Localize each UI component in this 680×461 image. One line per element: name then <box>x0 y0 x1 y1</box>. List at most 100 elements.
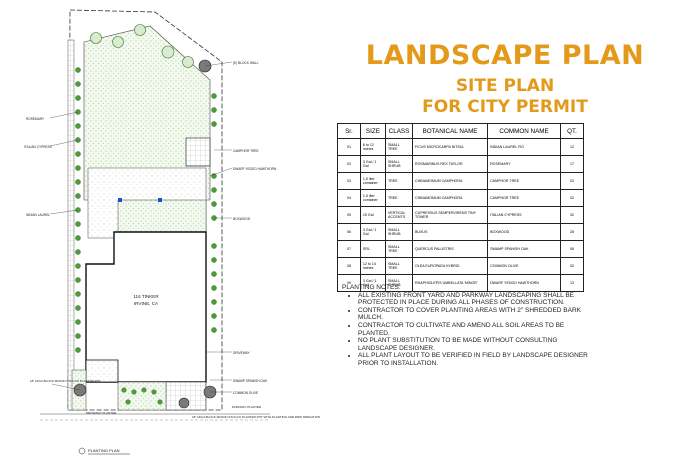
cell-sr: 02 <box>337 155 361 173</box>
accent-trees <box>73 59 217 409</box>
cell-qty: 02 <box>560 257 584 275</box>
cell-botanical: CUPRESSUS SEMPERVIRENS TINY TOWER <box>412 206 489 224</box>
plant-schedule-table: Sr. SIZE CLASS BOTANICAL NAME COMMON NAM… <box>337 123 584 292</box>
hedge-right <box>211 93 217 333</box>
cell-common: ROSEMARY <box>487 155 562 173</box>
callout-planter-right: 18" HIGH BLOCK MASON STUCCO PLANTER POT … <box>192 415 320 419</box>
house-city-label: IRVINE, CA <box>134 301 159 306</box>
cell-botanical: RHAPHIOLEPIS UMBELLATA 'MINOR' <box>412 274 489 292</box>
house-name-label: 116 TINKER <box>133 294 159 299</box>
cell-size: 15 Gal <box>359 206 386 224</box>
callout-parkway-planter: PARKWAY PLANTER <box>232 405 262 409</box>
front-shrubs <box>121 387 163 405</box>
cell-size: 6 to 12 inches <box>359 138 386 156</box>
cell-sr: 06 <box>337 223 361 241</box>
gate-fixtures <box>118 198 162 202</box>
planting-note: ALL PLANT LAYOUT TO BE VERIFIED IN FIELD… <box>358 352 592 367</box>
planting-note: CONTRACTOR TO COVER PLANTING AREAS WITH … <box>358 307 592 322</box>
cell-size: SRL <box>359 240 386 258</box>
planting-note: CONTRACTOR TO CULTIVATE AND AMEND ALL SO… <box>358 322 592 337</box>
callout-planter-left: 18" HIGH BLOCK MASON STUCCO PLANTER POT <box>30 379 101 383</box>
callout-oak: SWAMP SPANISH OAK <box>233 379 268 383</box>
shed <box>185 137 211 167</box>
cell-botanical: OLEA EUROPAEA HYBRID <box>412 257 489 275</box>
cell-common: INDIAN LAUREL FIG <box>487 138 562 156</box>
cell-class: VERTICAL ACCENTS <box>384 206 414 224</box>
col-header-qty: QT. <box>560 123 584 139</box>
callout-driveway: DRIVEWAY <box>233 351 251 355</box>
cell-sr: 01 <box>337 138 361 156</box>
cell-qty: 06 <box>560 240 584 258</box>
planting-notes-list: ALL EXISTING FRONT YARD AND PARKWAY LAND… <box>342 292 592 368</box>
cell-qty: 02 <box>560 189 584 207</box>
cell-qty: 03 <box>560 172 584 190</box>
page-title: LANDSCAPE PLAN <box>365 40 645 71</box>
callout-camphor: CAMPHOR TREE <box>233 149 259 153</box>
cell-common: SWAMP SPANISH OAK <box>487 240 562 258</box>
cell-sr: 03 <box>337 172 361 190</box>
cell-size: 1,5 liter container <box>359 172 386 190</box>
cell-common: CAMPHOR TREE <box>487 189 562 207</box>
cell-class: SMALL TREE <box>384 240 414 258</box>
cell-qty: 28 <box>560 223 584 241</box>
col-header-botanical: BOTANICAL NAME <box>412 123 489 139</box>
cell-class: SMALL SHRUB <box>384 223 414 241</box>
callout-olive: COMMON OLIVE <box>233 391 258 395</box>
callout-italian-cypress: ITALIAN CYPRESS <box>24 145 52 149</box>
cell-botanical: CINNAMOMUM CAMPHORA <box>412 189 489 207</box>
cell-sr: 05 <box>337 206 361 224</box>
cell-size: 3 Gal / 1 Gal <box>359 223 386 241</box>
cell-class: SMALL SHRUB <box>384 274 414 292</box>
col-header-sr: Sr. <box>337 123 361 139</box>
cell-size: 12 to 14 inches <box>359 257 386 275</box>
site-plan-drawing: 116 TINKER IRVINE, CA (E) BLOCK WALL ROS… <box>24 9 320 455</box>
cell-common: COMMON OLIVE <box>487 257 562 275</box>
hedge-left <box>75 67 81 353</box>
back-trees <box>90 24 194 68</box>
planting-note: NO PLANT SUBSTITUTION TO BE MADE WITHOUT… <box>358 337 592 352</box>
callout-boxwood: BOXWOOD <box>233 217 251 221</box>
cell-class: TREE <box>384 172 414 190</box>
col-header-size: SIZE <box>359 123 386 139</box>
cell-qty: 17 <box>560 155 584 173</box>
callout-hawthorn: DWARF YEDDO HAWTHORN <box>233 167 277 171</box>
callout-block-wall: (E) BLOCK WALL <box>233 61 259 65</box>
front-planter-mid <box>117 381 167 411</box>
cell-size: 3 Gal / 1 Gal <box>359 155 386 173</box>
cell-class: SMALL TREE <box>384 257 414 275</box>
cell-common: CAMPHOR TREE <box>487 172 562 190</box>
north-arrow-icon <box>78 447 86 455</box>
cell-size: 1,5 liter container <box>359 189 386 207</box>
cell-sr: 04 <box>337 189 361 207</box>
col-header-common: COMMON NAME <box>487 123 562 139</box>
cell-qty: 12 <box>560 138 584 156</box>
cell-sr: 07 <box>337 240 361 258</box>
cell-botanical: FICUS MICROCARPA NITIDA <box>412 138 489 156</box>
cell-class: TREE <box>384 189 414 207</box>
cell-class: SMALL TREE <box>384 138 414 156</box>
cell-class: SMALL SHRUB <box>384 155 414 173</box>
plan-footer-label: PLANTING PLAN <box>88 448 120 453</box>
house-footprint <box>85 231 207 383</box>
cell-botanical: QUERCUS PALUSTRIS <box>412 240 489 258</box>
planting-note: ALL EXISTING FRONT YARD AND PARKWAY LAND… <box>358 292 592 307</box>
cell-qty: 13 <box>560 274 584 292</box>
callout-indian-laurel: INDIAN LAUREL <box>26 213 50 217</box>
cell-botanical: ROSMARINUS REX TAYLOR <box>412 155 489 173</box>
cell-qty: 32 <box>560 206 584 224</box>
table-header-row: Sr. SIZE CLASS BOTANICAL NAME COMMON NAM… <box>337 123 584 139</box>
callout-rosemary: ROSEMARY <box>26 117 45 121</box>
planting-notes-heading: PLANTING NOTES: <box>342 284 401 291</box>
cell-botanical: CINNAMOMUM CAMPHORA <box>412 172 489 190</box>
planting-notes: PLANTING NOTES: ALL EXISTING FRONT YARD … <box>342 284 592 368</box>
cell-botanical: BUXUS <box>412 223 489 241</box>
